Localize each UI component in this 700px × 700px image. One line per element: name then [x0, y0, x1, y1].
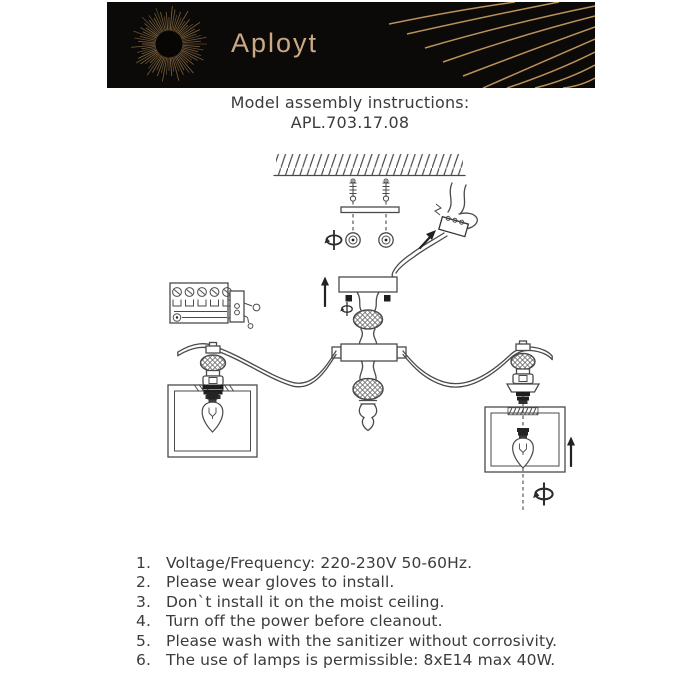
item-text: Please wash with the sanitizer without c… [166, 631, 558, 650]
instructions-list: 1. Voltage/Frequency: 220-230V 50-60Hz. … [136, 554, 557, 670]
item-number: 1. [136, 554, 151, 572]
item-text: Please wear gloves to install. [166, 573, 395, 592]
item-text: Voltage/Frequency: 220-230V 50-60Hz. [166, 554, 473, 572]
model-code: APL.703.17.08 [290, 113, 410, 132]
item-number: 2. [136, 573, 151, 592]
ceiling-hatch [273, 154, 466, 177]
terminal-block [169, 282, 261, 329]
item-number: 4. [136, 612, 151, 631]
item-text: Turn off the power before cleanout. [166, 612, 443, 631]
page-title: Model assembly instructions: [230, 93, 470, 112]
instruction-item: 4. Turn off the power before cleanout. [136, 612, 557, 631]
wire-connector-block [391, 182, 478, 278]
brand-banner: Aployt [107, 2, 595, 88]
turn-screw-symbols [323, 229, 554, 507]
title-block: Model assembly instructions: APL.703.17.… [0, 93, 700, 132]
instruction-item: 5. Please wash with the sanitizer withou… [136, 632, 557, 651]
item-text: The use of lamps is permissible: 8xE14 m… [166, 651, 556, 670]
mounting-bracket [340, 206, 400, 214]
center-body [321, 276, 407, 432]
instruction-item: 6. The use of lamps is permissible: 8xE1… [136, 651, 557, 670]
brand-name: Aployt [231, 28, 319, 58]
instruction-item: 3. Don`t install it on the moist ceiling… [136, 593, 557, 612]
item-number: 6. [136, 651, 151, 670]
corner-rays-decoration [388, 2, 595, 88]
instruction-item: 2. Please wear gloves to install. [136, 573, 557, 592]
instruction-item: 1. Voltage/Frequency: 220-230V 50-60Hz. [136, 554, 557, 573]
starburst-logo-icon [131, 6, 207, 82]
item-number: 3. [136, 592, 151, 611]
expansion-anchors [345, 178, 394, 248]
right-arm-assembly [402, 340, 575, 510]
item-text: Don`t install it on the moist ceiling. [166, 592, 445, 611]
left-arm-assembly [167, 341, 337, 458]
item-number: 5. [136, 631, 151, 650]
